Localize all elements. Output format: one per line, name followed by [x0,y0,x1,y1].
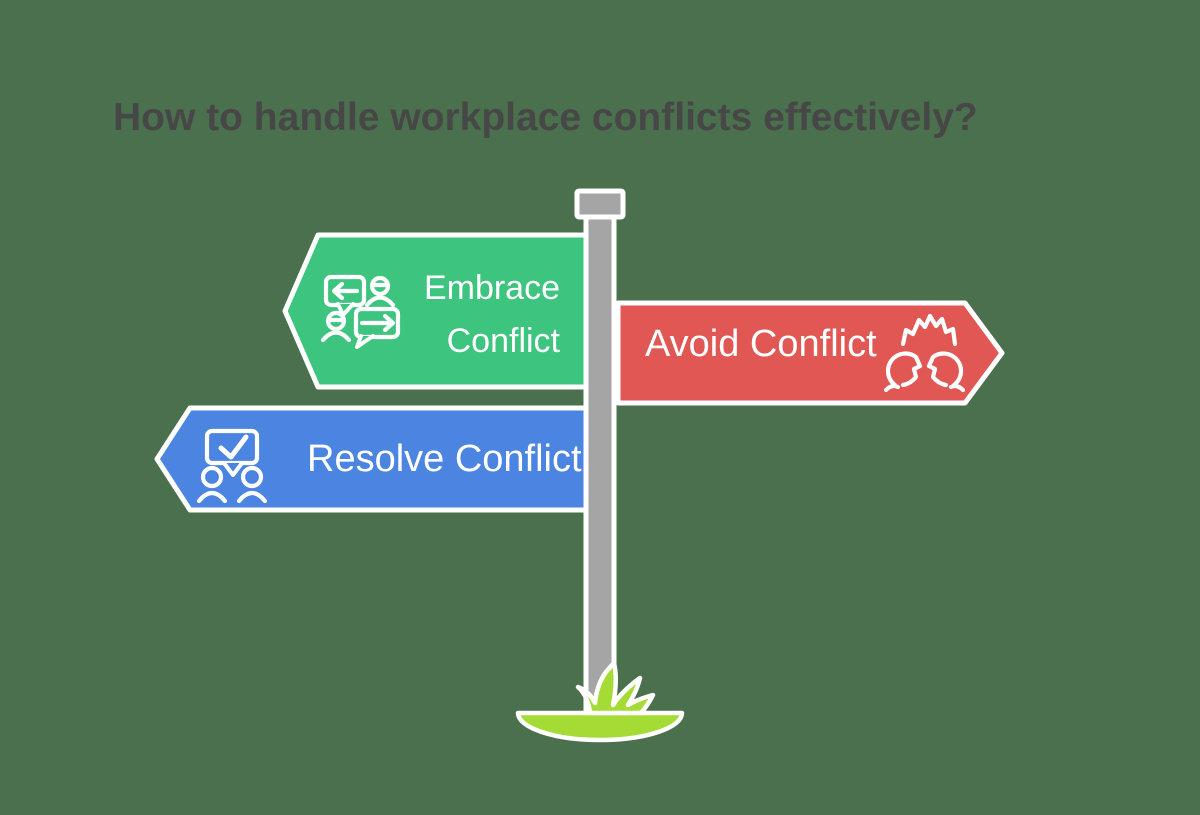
conflict-heads-icon [883,313,966,393]
sign-label-avoid: Avoid Conflict [645,323,877,365]
sign-label-embrace: Embrace Conflict [360,262,560,368]
dialogue-people-icon [320,274,401,349]
pole-cap [574,188,626,220]
sign-label-resolve: Resolve Conflict [307,438,582,480]
signpost-pole [574,188,626,719]
grass-tuft [575,660,656,716]
sign-avoid-conflict [615,300,1005,406]
agreement-check-icon [196,428,268,504]
pole-shaft [583,209,617,719]
sign-label-embrace-line1: Embrace [423,269,560,307]
sign-label-embrace-line2: Conflict [446,322,560,360]
grass-mound [515,710,685,743]
page-title: How to handle workplace conflicts effect… [113,96,978,139]
